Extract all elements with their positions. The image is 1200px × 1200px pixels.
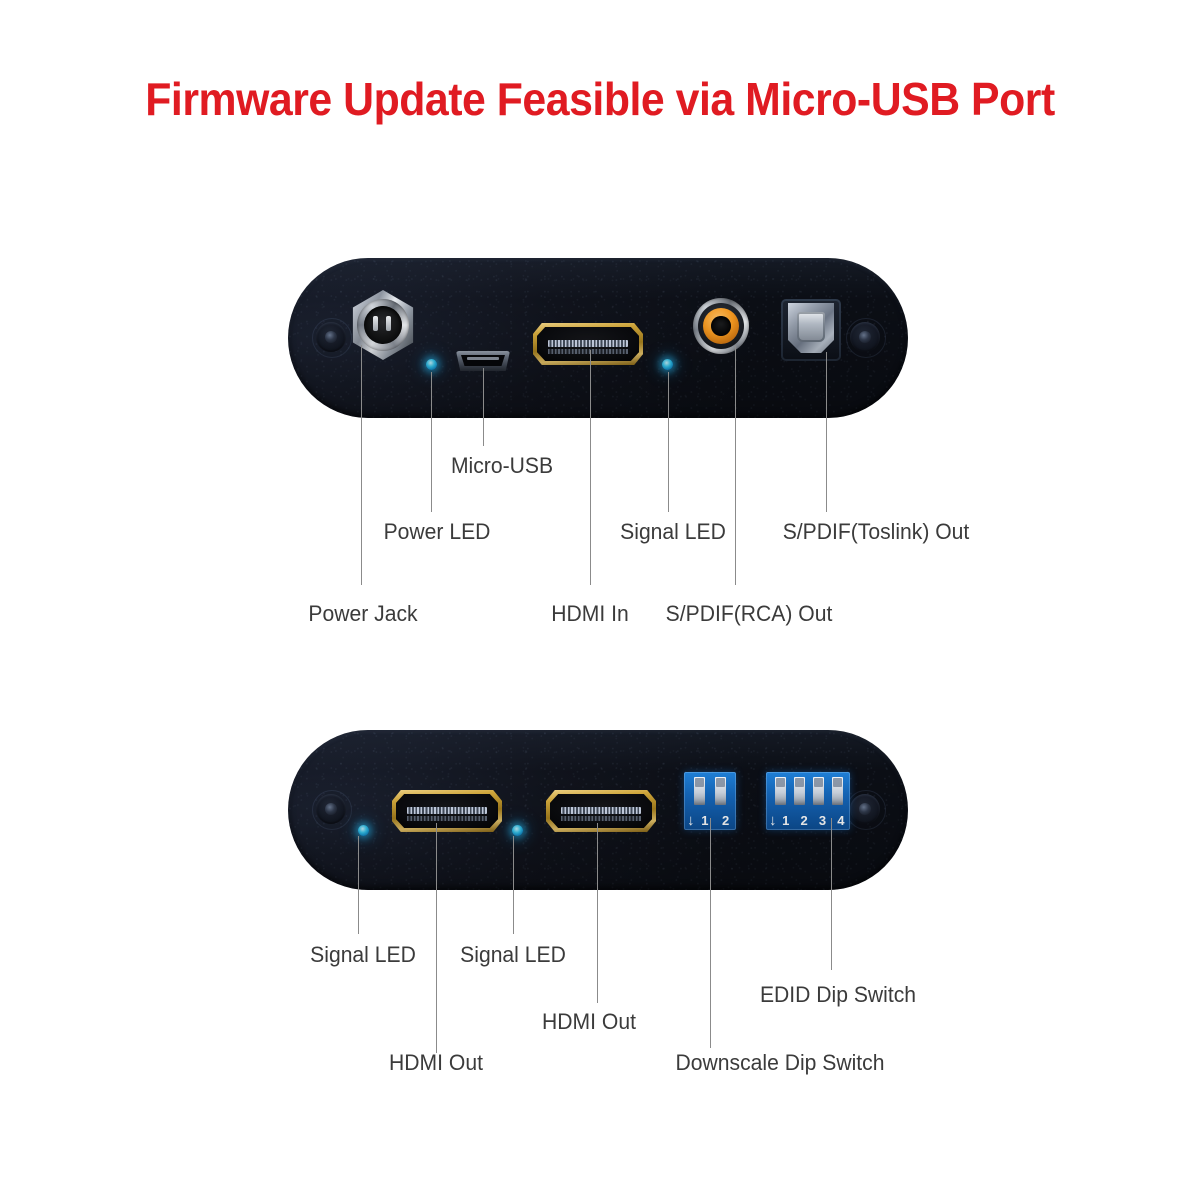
hdmi-out-1-pins — [407, 806, 487, 814]
callout-spdif-toslink-out: S/PDIF(Toslink) Out — [782, 519, 970, 544]
rear-panel-device — [288, 258, 908, 418]
hdmi-in-pins — [548, 339, 628, 347]
callout-hdmi-in: HDMI In — [551, 601, 629, 626]
hdmi-out-2-port — [546, 790, 656, 832]
signal-led — [662, 359, 673, 370]
power-led — [426, 359, 437, 370]
signal-led-2 — [512, 825, 523, 836]
power-jack-port — [346, 288, 420, 362]
dip-number-4: 4 — [837, 813, 845, 828]
leader-power-jack — [361, 345, 362, 585]
dip-switch-slider-2[interactable] — [794, 777, 805, 805]
dip-switch-numbers: ↓ 1 2 3 4 — [766, 813, 850, 828]
spdif-rca-out-port — [693, 298, 749, 354]
leader-edid-dip-switch — [831, 818, 832, 970]
panel-screw-right — [846, 790, 886, 830]
leader-hdmi-out-1 — [436, 823, 437, 1053]
callout-edid-dip-switch: EDID Dip Switch — [759, 982, 917, 1007]
dip-switch-slider-1[interactable] — [775, 777, 786, 805]
dip-switch-slider-2[interactable] — [715, 777, 726, 805]
dip-number-1: 1 — [782, 813, 790, 828]
hdmi-in-port — [533, 323, 643, 365]
dip-switch-slider-3[interactable] — [813, 777, 824, 805]
hdmi-in-pins-lower — [548, 349, 628, 354]
leader-signal-led-1 — [358, 836, 359, 934]
callout-power-led: Power LED — [383, 519, 491, 544]
toslink-slot — [797, 312, 825, 342]
dip-number-1: 1 — [701, 813, 709, 828]
leader-hdmi-in — [590, 350, 591, 585]
callout-power-jack: Power Jack — [308, 601, 418, 626]
hdmi-out-1-port — [392, 790, 502, 832]
micro-usb-tongue — [467, 357, 499, 360]
front-panel-device: ↓ 1 2 ↓ 1 2 3 4 — [288, 730, 908, 890]
dip-switch-slider-4[interactable] — [832, 777, 843, 805]
leader-power-led — [431, 372, 432, 512]
dip-number-2: 2 — [722, 813, 730, 828]
hdmi-out-1-pins-lower — [407, 816, 487, 821]
callout-spdif-rca-out: S/PDIF(RCA) Out — [665, 601, 833, 626]
callout-downscale-dip-switch: Downscale Dip Switch — [675, 1050, 885, 1075]
leader-hdmi-out-2 — [597, 823, 598, 1003]
leader-micro-usb — [483, 368, 484, 446]
panel-screw-left — [312, 790, 352, 830]
hdmi-out-2-pins — [561, 806, 641, 814]
dip-switch-slider-1[interactable] — [694, 777, 705, 805]
callout-signal-led: Signal LED — [620, 519, 726, 544]
dip-down-arrow-icon: ↓ — [687, 812, 695, 829]
spdif-toslink-out-port — [781, 299, 841, 361]
panel-screw-left — [312, 318, 352, 358]
leader-signal-led — [668, 372, 669, 512]
power-jack-pin-right — [386, 316, 391, 331]
callout-signal-led-1: Signal LED — [310, 942, 416, 967]
micro-usb-port — [456, 351, 510, 371]
hdmi-out-2-pins-lower — [561, 816, 641, 821]
leader-spdif-rca-out — [735, 345, 736, 585]
rca-center-hole — [711, 316, 731, 336]
dip-number-2: 2 — [800, 813, 808, 828]
signal-led-1 — [358, 825, 369, 836]
leader-signal-led-2 — [513, 836, 514, 934]
leader-downscale-dip-switch — [710, 818, 711, 1048]
power-jack-bore — [364, 306, 402, 344]
callout-hdmi-out-2: HDMI Out — [542, 1009, 636, 1034]
panel-screw-right — [846, 318, 886, 358]
power-jack-pin-left — [373, 316, 378, 331]
callout-hdmi-out-1: HDMI Out — [389, 1050, 483, 1075]
dip-down-arrow-icon: ↓ — [769, 812, 777, 829]
page-title: Firmware Update Feasible via Micro-USB P… — [145, 73, 1055, 125]
micro-usb-cavity — [461, 355, 505, 366]
dip-number-3: 3 — [818, 813, 827, 828]
dip-switch-numbers: ↓ 1 2 — [684, 813, 736, 828]
edid-dip-switch[interactable]: ↓ 1 2 3 4 — [766, 772, 850, 830]
leader-spdif-toslink-out — [826, 352, 827, 512]
callout-micro-usb: Micro-USB — [450, 453, 554, 478]
callout-signal-led-2: Signal LED — [460, 942, 566, 967]
